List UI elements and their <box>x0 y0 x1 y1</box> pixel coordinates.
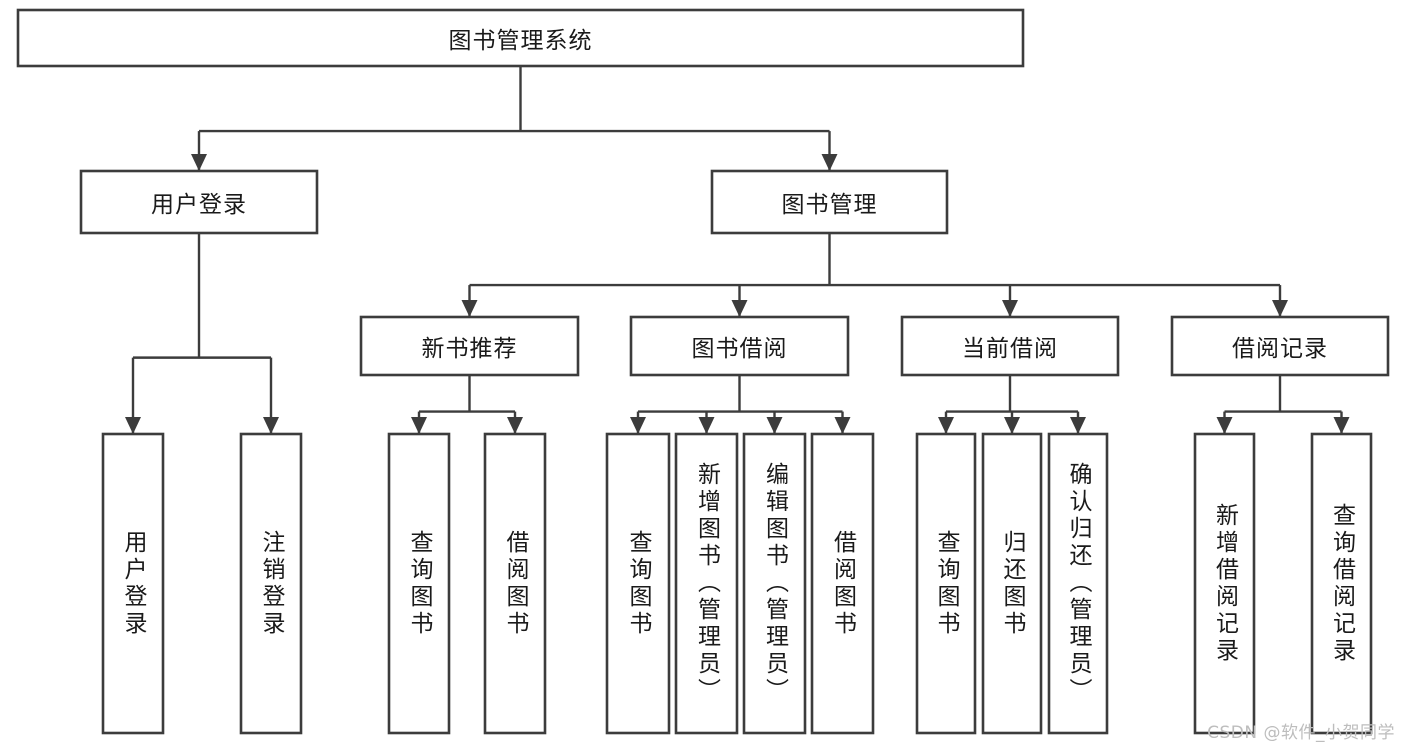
edge-layer <box>125 66 1350 434</box>
node-box-leaf-user-logout <box>239 432 303 735</box>
node-box-leaf-query-book-3 <box>915 432 977 735</box>
arrow-icon-n-book-borrow-2 <box>766 417 783 434</box>
node-box-leaf-return-book <box>981 432 1043 735</box>
arrow-icon-n-borrow-record-1 <box>1333 417 1350 434</box>
arrow-icon-n-book-borrow-1 <box>698 417 715 434</box>
arrow-icon-n-new-book-rec-1 <box>507 417 523 434</box>
node-box-n-new-book-rec <box>359 315 580 377</box>
arrow-icon-root-1 <box>821 154 838 171</box>
node-box-leaf-query-book-1 <box>387 432 451 735</box>
node-box-leaf-query-record <box>1310 432 1373 735</box>
node-box-leaf-borrow-book-1 <box>483 432 547 735</box>
node-box-leaf-user-login <box>101 432 165 735</box>
node-box-leaf-add-book <box>674 432 739 735</box>
node-box-leaf-query-book-2 <box>605 432 671 735</box>
arrow-icon-n-book-manage-2 <box>1002 300 1018 317</box>
node-box-leaf-borrow-book-2 <box>810 432 875 735</box>
arrow-icon-root-0 <box>191 154 207 171</box>
node-layer <box>16 8 1390 735</box>
node-box-n-book-borrow <box>629 315 850 377</box>
node-box-n-current-borrow <box>900 315 1120 377</box>
arrow-icon-n-current-borrow-0 <box>938 417 954 434</box>
node-box-n-book-manage <box>710 169 949 235</box>
node-box-n-user-login <box>79 169 319 235</box>
arrow-icon-n-book-manage-0 <box>461 300 478 317</box>
node-box-leaf-edit-book <box>742 432 807 735</box>
arrow-icon-n-book-manage-3 <box>1272 300 1288 317</box>
arrow-icon-n-user-login-1 <box>263 417 279 434</box>
node-box-n-borrow-record <box>1170 315 1390 377</box>
watermark-text: CSDN @软件_小贺同学 <box>1207 723 1395 743</box>
arrow-icon-n-book-manage-1 <box>731 300 748 317</box>
node-box-leaf-confirm-return <box>1047 432 1109 735</box>
arrow-icon-n-current-borrow-1 <box>1004 417 1020 434</box>
arrow-icon-n-current-borrow-2 <box>1070 417 1086 434</box>
arrow-icon-n-borrow-record-0 <box>1216 417 1233 434</box>
arrow-icon-n-user-login-0 <box>125 417 141 434</box>
arrow-icon-n-book-borrow-3 <box>834 417 851 434</box>
arrow-icon-n-book-borrow-0 <box>630 417 646 434</box>
arrow-icon-n-new-book-rec-0 <box>411 417 427 434</box>
node-box-leaf-add-record <box>1193 432 1256 735</box>
node-box-root <box>16 8 1025 68</box>
